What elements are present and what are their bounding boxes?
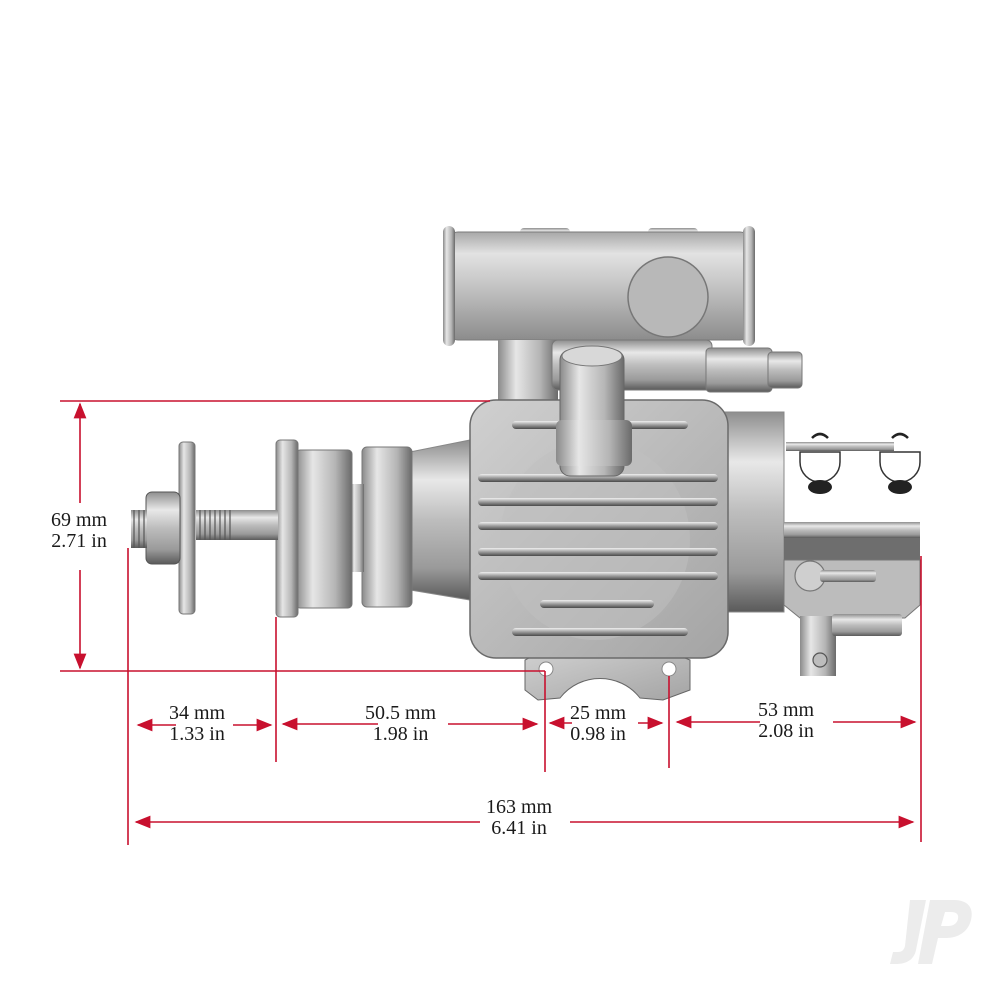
spark-plug-cap [551, 339, 803, 477]
drive-hub [275, 439, 364, 618]
muffler [443, 226, 755, 400]
throttle-arm [786, 432, 921, 494]
cylinder-head [469, 399, 729, 701]
dimension-mount-to-rear: 53 mm 2.08 in [755, 700, 817, 742]
dimension-mount-to-rear-mm: 53 mm [758, 699, 815, 721]
cooling-fins [478, 421, 718, 636]
dimension-mount-spacing-mm: 25 mm [570, 702, 627, 724]
dimension-mount-spacing-in: 0.98 in [570, 723, 626, 745]
dimension-prop-to-hub: 34 mm 1.33 in [166, 703, 228, 745]
dimension-overall-length-mm: 163 mm [486, 796, 553, 818]
carburetor [717, 411, 921, 676]
crankcase-front [361, 439, 471, 608]
dimension-height-in: 2.71 in [51, 530, 107, 552]
dimension-prop-to-hub-mm: 34 mm [169, 702, 226, 724]
dimension-hub-to-mount-mm: 50.5 mm [365, 702, 437, 724]
dimension-prop-to-hub-in: 1.33 in [169, 723, 225, 745]
prop-shaft [131, 441, 278, 615]
dimension-overall-length: 163 mm 6.41 in [483, 797, 555, 839]
dimension-hub-to-mount-in: 1.98 in [372, 723, 429, 745]
dimension-hub-to-mount: 50.5 mm 1.98 in [362, 703, 439, 745]
dimension-mount-spacing: 25 mm 0.98 in [567, 703, 629, 745]
dimension-mount-to-rear-in: 2.08 in [758, 720, 814, 742]
dimension-height-mm: 69 mm [51, 509, 108, 531]
dimension-overall-length-in: 6.41 in [491, 817, 547, 839]
dimension-height: 69 mm 2.71 in [48, 510, 110, 552]
dimension-lines [60, 400, 922, 845]
jp-logo-watermark [890, 900, 972, 964]
